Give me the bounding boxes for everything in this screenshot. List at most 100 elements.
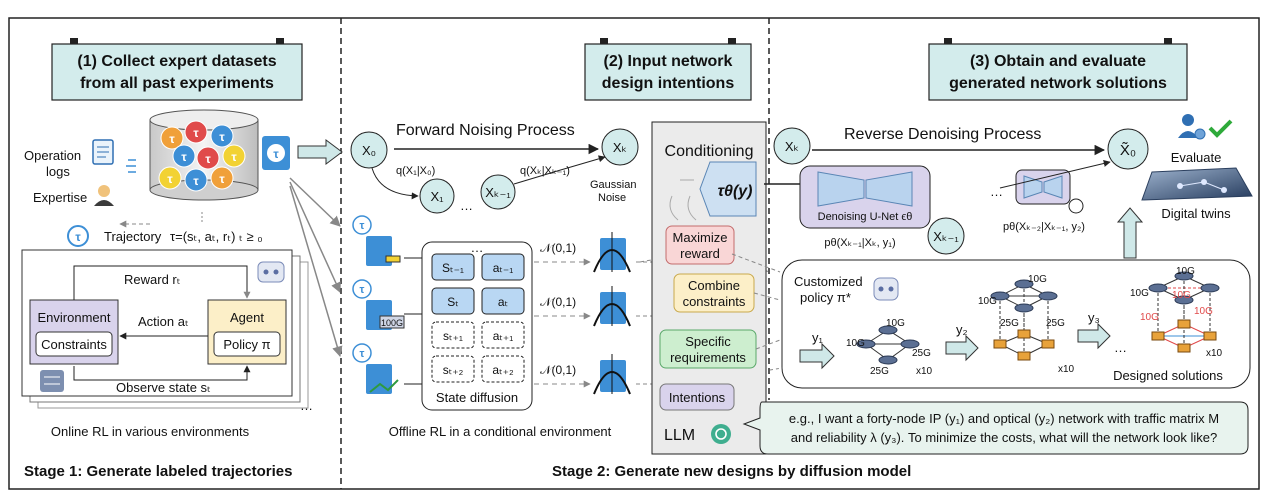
noisy-doc-icon [600, 292, 626, 324]
trajectory-token-label: τ [205, 152, 211, 166]
link-capacity-label: 10G [1140, 312, 1159, 323]
link-capacity-label: 10G [886, 318, 905, 329]
svg-text:X₁: X₁ [430, 189, 444, 204]
router-node [1174, 271, 1194, 281]
normal-label: 𝒩(0,1) [540, 295, 576, 309]
svg-text:reward: reward [680, 246, 720, 261]
tau-glyph: τ [360, 220, 365, 232]
state-cell [431, 287, 475, 315]
node-x0: X₀ [350, 131, 388, 169]
svg-text:Combine: Combine [688, 278, 740, 293]
tau-small-glyphs: τττ [360, 220, 365, 360]
up-arrow [1116, 207, 1144, 259]
state-cell-label: Sₜ₋₁ [442, 261, 464, 275]
trajectory-token-label: τ [193, 174, 199, 188]
q1-label: q(X₁|X₀) [396, 165, 435, 177]
optical-node [1017, 329, 1031, 339]
agent-label: Agent [230, 310, 264, 325]
svg-text:τ: τ [75, 230, 81, 244]
data-flow-icon [126, 159, 136, 173]
router-node [1174, 295, 1194, 305]
node-x0-tilde: X̃₀ [1107, 128, 1149, 170]
optical-node [1151, 331, 1165, 341]
state-cell-label: sₜ₊₂ [443, 363, 464, 377]
trajectory-token [184, 120, 208, 144]
trajectory-token-label: τ [169, 132, 175, 146]
prompt-line-2: and reliability λ (y₃). To minimize the … [791, 430, 1218, 445]
arrow-to-forward [297, 139, 343, 165]
header-collect-line1: (1) Collect expert datasets [77, 53, 276, 70]
trajectory-token-label: τ [219, 130, 225, 144]
state-cell [431, 355, 475, 383]
state-cell [481, 253, 525, 281]
prompt-line-1: e.g., I want a forty-node IP (y₁) and op… [789, 411, 1219, 426]
link-capacity-label: x10 [916, 366, 933, 377]
svg-text:τθ(y): τθ(y) [717, 183, 752, 200]
svg-text:constraints: constraints [683, 294, 746, 309]
offline-caption: Offline RL in a conditional environment [389, 424, 612, 439]
customized-label-1: Customized [794, 274, 863, 289]
node-xk1-reverse: Xₖ₋₁ [927, 217, 965, 255]
state-diffusion-label: State diffusion [436, 390, 518, 405]
link-capacity-label: 25G [1000, 318, 1019, 329]
constraints-label: Constraints [41, 337, 107, 352]
trajectory-token [172, 144, 196, 168]
evaluate-label: Evaluate [1171, 150, 1222, 165]
svg-text:τ: τ [273, 147, 279, 161]
optical-node [1017, 351, 1031, 361]
header-obtain-line2: generated network solutions [949, 75, 1167, 92]
svg-text:y₂: y₂ [956, 322, 968, 337]
stack-dots: … [300, 398, 313, 413]
svg-text:y₃: y₃ [1088, 310, 1100, 325]
p-theta-2: pθ(Xₖ₋₂|Xₖ₋₁, y₂) [1003, 221, 1085, 233]
header-input-line1: (2) Input network [604, 53, 733, 70]
prompt-bubble: e.g., I want a forty-node IP (y₁) and op… [742, 401, 1249, 455]
state-cell [431, 253, 475, 281]
optical-node [1177, 343, 1191, 353]
link-capacity-label: 10G [846, 338, 865, 349]
network-dots: … [1114, 340, 1127, 355]
link-capacity-label: x10 [1206, 348, 1223, 359]
optical-node [993, 339, 1007, 349]
customized-label-2: policy π* [800, 290, 851, 305]
llm-label: LLM [664, 427, 695, 444]
svg-text:…: … [990, 184, 1003, 199]
svg-text:Xₖ: Xₖ [785, 139, 799, 154]
link-capacity-label: 25G [912, 348, 931, 359]
trajectory-token-label: τ [181, 150, 187, 164]
svg-text:Intentions: Intentions [669, 390, 726, 405]
specific-requirements-box: Specific requirements [659, 329, 757, 369]
svg-text:Specific: Specific [685, 334, 731, 349]
state-cell-label: aₜ [498, 295, 508, 309]
router-node [1148, 283, 1168, 293]
environment-label: Environment [38, 310, 111, 325]
trajectory-doc-icon-2: 100G [352, 279, 405, 330]
llm-icon [711, 424, 731, 444]
optical-node [1203, 331, 1217, 341]
trajectory-token [222, 144, 246, 168]
intentions-box: Intentions [659, 383, 735, 411]
operation-logs-icon [92, 139, 114, 165]
trajectory-token [196, 146, 220, 170]
link-capacity-label: 10G [1176, 266, 1195, 277]
trajectory-label: Trajectory [104, 229, 162, 244]
noisy-doc-icon [600, 238, 626, 270]
reward-label: Reward rₜ [124, 272, 181, 287]
state-cell-label: Sₜ [447, 295, 459, 309]
stage1-label: Stage 1: Generate labeled trajectories [24, 463, 292, 480]
router-node [990, 291, 1010, 301]
forward-noising-label: Forward Noising Process [396, 122, 575, 139]
state-cell [481, 355, 525, 383]
optical-node [1177, 319, 1191, 329]
svg-text:requirements: requirements [670, 350, 746, 365]
expert-icon [94, 185, 114, 206]
trajectory-token-label: τ [219, 172, 225, 186]
expertise-label: Expertise [33, 190, 87, 205]
header-input-line2: design intentions [602, 75, 735, 92]
svg-text:y₁: y₁ [812, 330, 824, 345]
trajectory-token [184, 168, 208, 192]
state-cell-label: aₜ₊₁ [493, 329, 514, 343]
